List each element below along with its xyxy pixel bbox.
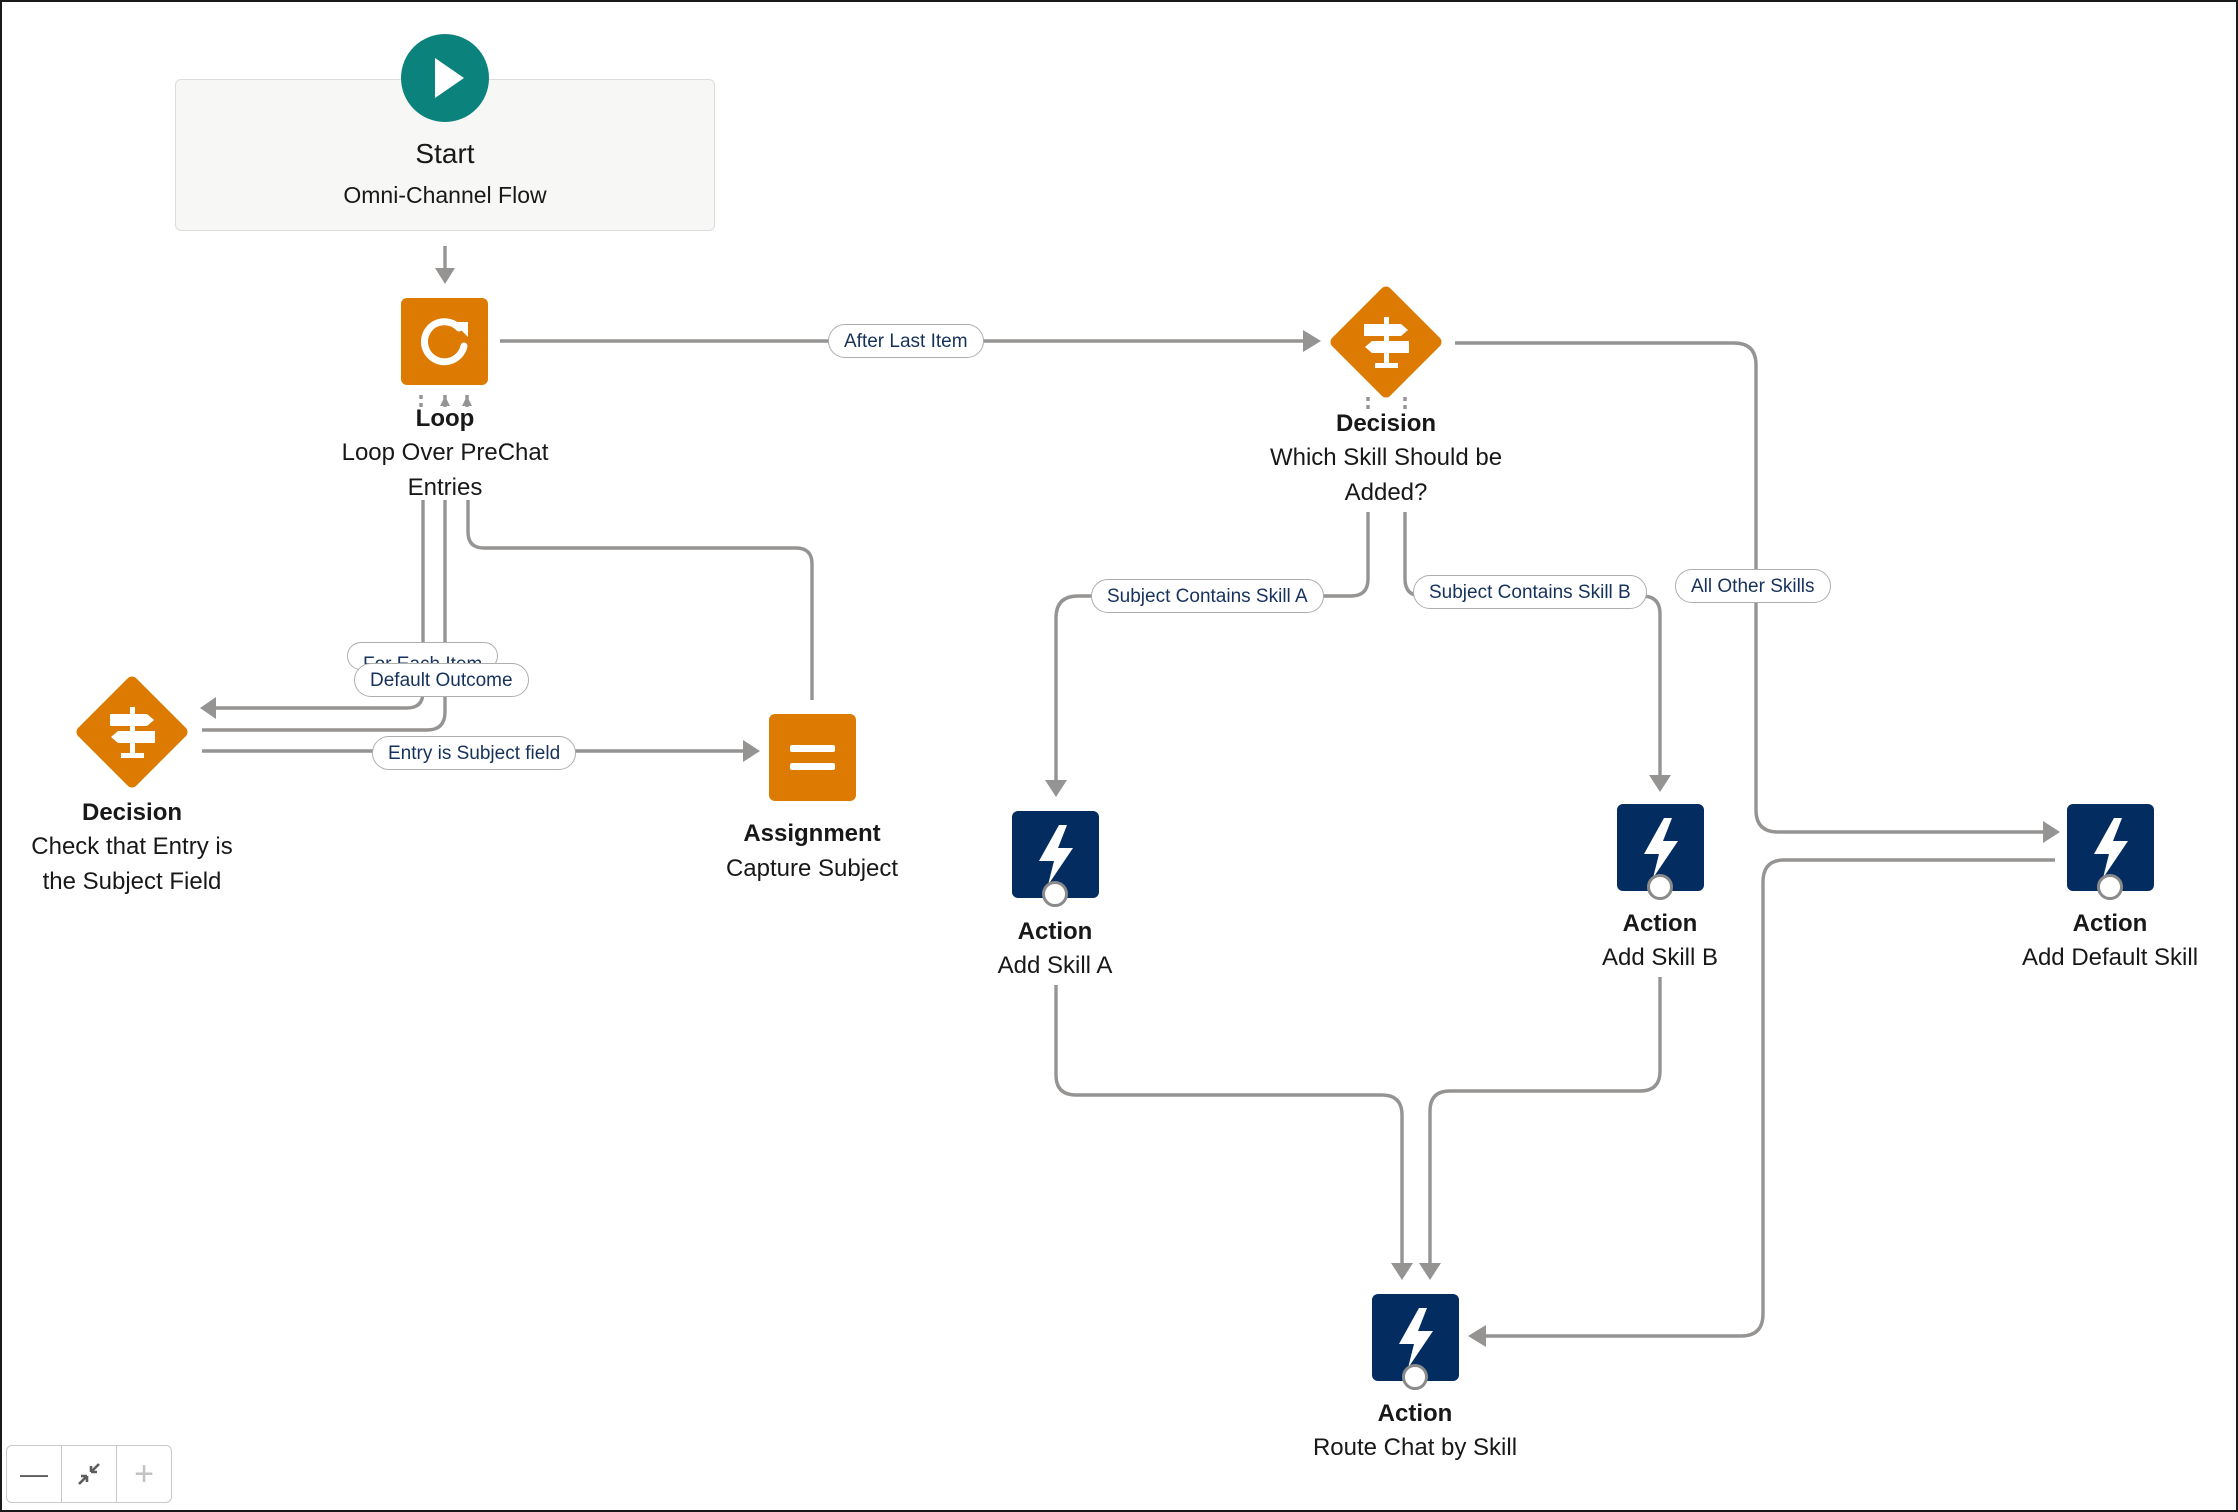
loop-node-title: Loop [415, 405, 475, 432]
decision-entry-node-title: Decision [81, 799, 183, 826]
edge-label-other-skills[interactable]: All Other Skills [1675, 569, 1831, 603]
arrow-to-action-default [2043, 821, 2060, 843]
equals-icon [790, 745, 835, 770]
connector-a-route[interactable] [1054, 985, 1404, 1264]
action-a-node-title: Action [1017, 918, 1093, 945]
action-default-connector-handle[interactable] [2097, 874, 2123, 900]
arrow-loop-up-2 [462, 396, 472, 406]
assignment-node-icon-box[interactable] [769, 714, 856, 801]
refresh-icon [420, 318, 468, 366]
loop-node-icon-box[interactable] [401, 298, 488, 385]
decision-skill-node-subtitle: Which Skill Should be Added? [1269, 444, 1503, 506]
arrow-to-action-a [1045, 780, 1067, 797]
arrow-to-decision-entry [200, 697, 216, 719]
connector-default-route[interactable] [1483, 858, 2055, 1338]
lightning-icon [1399, 1308, 1433, 1368]
assignment-node-subtitle: Capture Subject [725, 855, 899, 882]
decision-entry-node-subtitle: Check that Entry is the Subject Field [31, 833, 233, 895]
edge-label-skill-b[interactable]: Subject Contains Skill B [1413, 575, 1647, 609]
connector-b-route[interactable] [1428, 977, 1662, 1264]
arrow-to-assignment [743, 740, 760, 762]
edge-label-entry-is-subject[interactable]: Entry is Subject field [372, 736, 577, 770]
play-icon[interactable] [401, 34, 489, 122]
action-a-node-subtitle: Add Skill A [997, 952, 1113, 979]
arrow-to-loop [435, 268, 455, 284]
plus-icon: + [134, 1454, 154, 1493]
arrow-b-to-route [1419, 1263, 1441, 1280]
minus-icon: — [20, 1458, 48, 1489]
arrow-to-decision-skill [1303, 330, 1321, 352]
arrow-to-action-b [1649, 775, 1671, 792]
arrow-default-to-route [1468, 1325, 1486, 1347]
zoom-controls: — + [6, 1445, 172, 1503]
loop-node-subtitle: Loop Over PreChat Entries [341, 439, 549, 501]
collapse-arrows-icon [78, 1463, 100, 1485]
action-a-connector-handle[interactable] [1042, 881, 1068, 907]
zoom-out-button[interactable]: — [7, 1446, 62, 1502]
signpost-icon [110, 707, 155, 758]
action-route-connector-handle[interactable] [1402, 1364, 1428, 1390]
fit-to-view-button[interactable] [62, 1446, 117, 1502]
action-b-connector-handle[interactable] [1647, 874, 1673, 900]
edge-label-after-last-item[interactable]: After Last Item [828, 324, 984, 358]
start-node-subtitle: Omni-Channel Flow [343, 182, 547, 208]
connector-skill-a[interactable] [1054, 512, 1370, 782]
action-b-node-subtitle: Add Skill B [1601, 944, 1719, 971]
arrow-loop-up-1 [440, 396, 450, 406]
action-default-node-title: Action [2072, 910, 2148, 937]
action-route-node-subtitle: Route Chat by Skill [1312, 1434, 1518, 1461]
lightning-icon [1039, 825, 1073, 885]
lightning-icon [2094, 818, 2128, 878]
assignment-node-title: Assignment [743, 820, 881, 847]
arrow-a-to-route [1391, 1263, 1413, 1280]
action-b-node-title: Action [1622, 910, 1698, 937]
zoom-in-button[interactable]: + [117, 1446, 171, 1502]
edge-label-skill-a[interactable]: Subject Contains Skill A [1091, 579, 1324, 613]
lightning-icon [1644, 818, 1678, 878]
edge-label-default-outcome[interactable]: Default Outcome [354, 663, 529, 697]
start-node-title: Start [415, 138, 475, 169]
decision-skill-node-title: Decision [1335, 410, 1437, 437]
connector-skill-b[interactable] [1403, 512, 1662, 777]
connector-default-outcome[interactable] [202, 500, 447, 732]
connector-assignment-loop[interactable] [466, 500, 814, 700]
signpost-icon [1364, 317, 1409, 368]
action-route-node-title: Action [1377, 1400, 1453, 1427]
action-default-node-subtitle: Add Default Skill [2021, 944, 2199, 971]
